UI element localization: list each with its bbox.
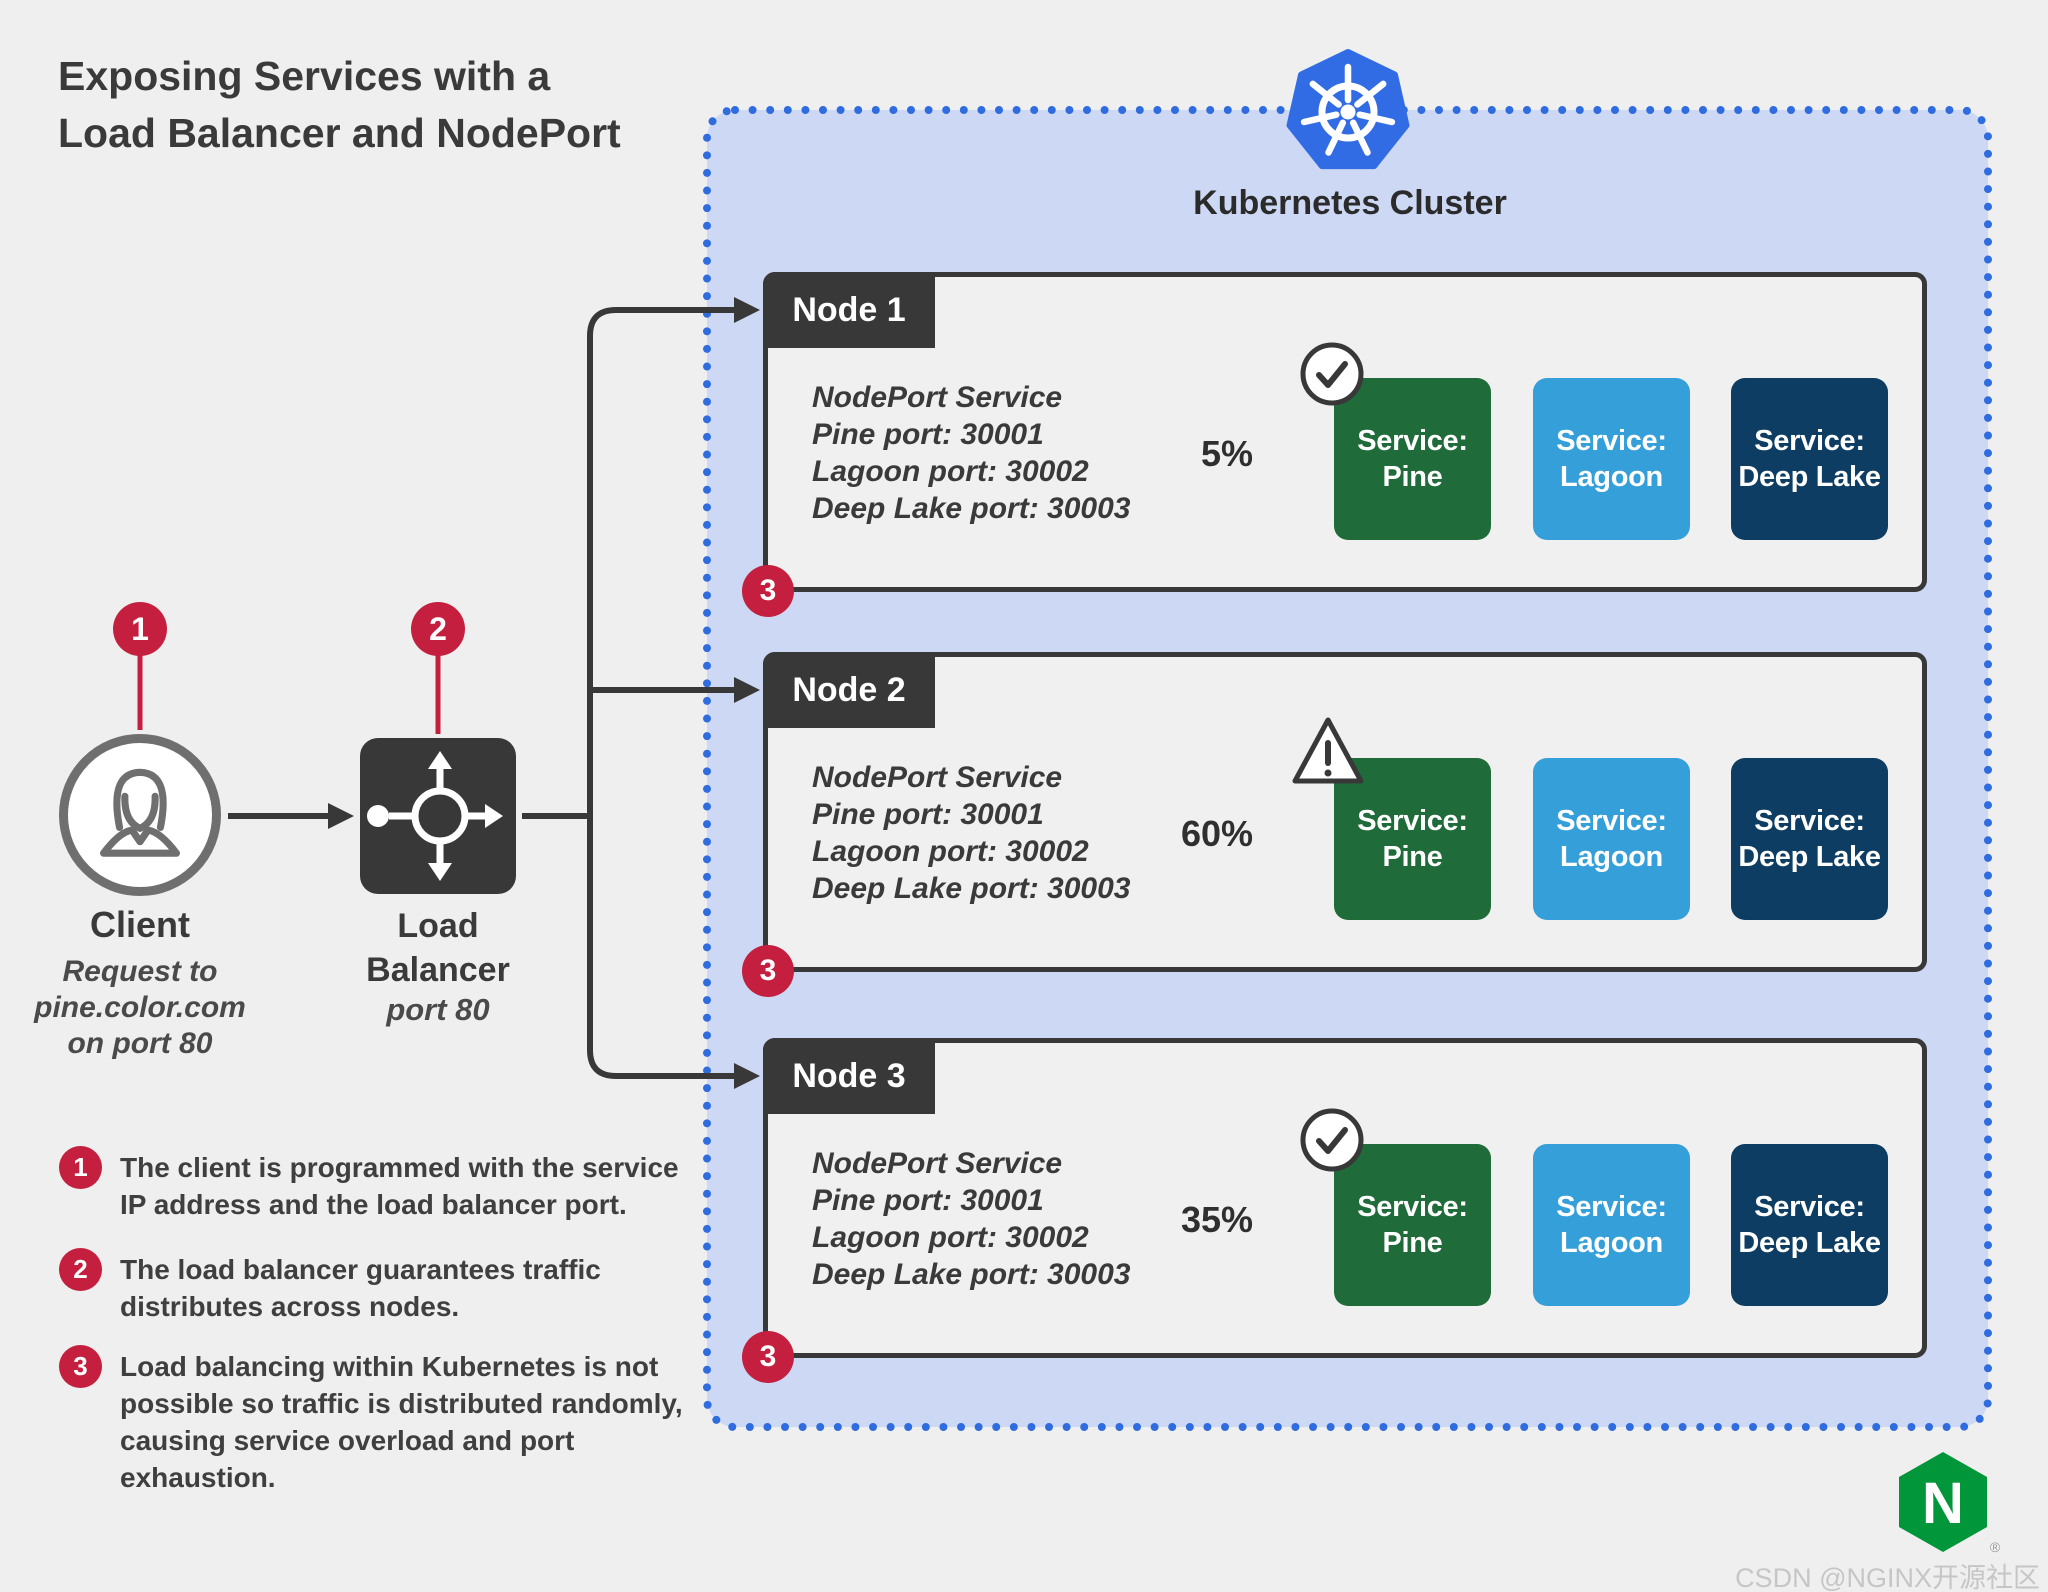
node-2-traffic-percent: 60%: [1180, 813, 1253, 854]
kubernetes-logo-icon: [1286, 49, 1410, 170]
load-balancer-port: port 80: [386, 992, 490, 1027]
legend-badge-3: 3: [59, 1345, 102, 1388]
node-2-tab: Node 2: [763, 652, 935, 728]
deep-lake-port-line: Deep Lake port: 30003: [812, 872, 1131, 905]
service-prefix: Service:: [1754, 1191, 1865, 1223]
node-3-details: NodePort Service Pine port: 30001 Lagoon…: [812, 1145, 1130, 1293]
service-deep-lake-box: Service: Deep Lake: [1731, 378, 1888, 540]
deep-lake-port-line: Deep Lake port: 30003: [812, 1258, 1131, 1291]
deep-lake-port-line: Deep Lake port: 30003: [812, 492, 1131, 525]
legend-text-2: The load balancer guarantees traffic dis…: [120, 1254, 601, 1322]
service-name: Deep Lake: [1738, 841, 1881, 873]
step-3-badge: 3: [742, 565, 794, 617]
svg-text:N: N: [1922, 1471, 1964, 1536]
pine-port-line: Pine port: 30001: [812, 798, 1044, 831]
nodeport-service-line: NodePort Service: [812, 381, 1063, 414]
load-balancer-label-line2: Balancer: [366, 951, 510, 989]
node-1-tab: Node 1: [763, 272, 935, 348]
service-name: Lagoon: [1560, 1227, 1663, 1259]
service-lagoon-box: Service: Lagoon: [1533, 1144, 1690, 1306]
cluster-label: Kubernetes Cluster: [1193, 184, 1507, 222]
client-request-text: Request to pine.color.com on port 80: [0, 954, 280, 1062]
lagoon-port-line: Lagoon port: 30002: [812, 455, 1089, 488]
legend-badge-2: 2: [59, 1248, 102, 1291]
pine-port-line: Pine port: 30001: [812, 1184, 1044, 1217]
service-prefix: Service:: [1754, 425, 1865, 457]
legend-text-1: The client is programmed with the servic…: [120, 1152, 679, 1220]
person-icon: [100, 768, 180, 857]
check-icon: [1299, 341, 1365, 407]
step-3-badge: 3: [742, 1331, 794, 1383]
node-1-box: Node 1 NodePort Service Pine port: 30001…: [742, 272, 1927, 617]
nginx-logo-icon: N ®: [1899, 1452, 2001, 1555]
client-labels: Client Request to pine.color.com on port…: [0, 904, 280, 1062]
service-prefix: Service:: [1754, 805, 1865, 837]
load-balancer-box: [360, 738, 516, 894]
service-deep-lake-box: Service: Deep Lake: [1731, 1144, 1888, 1306]
lagoon-port-line: Lagoon port: 30002: [812, 1221, 1089, 1254]
service-name: Pine: [1382, 841, 1443, 873]
service-lagoon-box: Service: Lagoon: [1533, 378, 1690, 540]
service-prefix: Service:: [1556, 805, 1667, 837]
service-prefix: Service:: [1556, 425, 1667, 457]
page-title-line1: Exposing Services with a: [58, 53, 551, 99]
service-pine-box: Service: Pine: [1334, 378, 1491, 540]
service-prefix: Service:: [1357, 425, 1468, 457]
service-pine-box: Service: Pine: [1334, 1144, 1491, 1306]
node-2-details: NodePort Service Pine port: 30001 Lagoon…: [812, 759, 1130, 907]
nodeport-service-line: NodePort Service: [812, 761, 1063, 794]
client-avatar: [59, 734, 221, 896]
check-icon: [1299, 1107, 1365, 1173]
service-prefix: Service:: [1556, 1191, 1667, 1223]
client-request-line3: on port 80: [67, 1027, 213, 1060]
client-to-lb-arrowhead: [328, 803, 354, 829]
svg-text:®: ®: [1990, 1539, 2001, 1555]
node-3-box: Node 3 NodePort Service Pine port: 30001…: [742, 1038, 1927, 1383]
service-name: Deep Lake: [1738, 1227, 1881, 1259]
node-2-box: Node 2 NodePort Service Pine port: 30001…: [742, 652, 1927, 997]
service-name: Lagoon: [1560, 841, 1663, 873]
service-lagoon-box: Service: Lagoon: [1533, 758, 1690, 920]
node-1-traffic-percent: 5%: [1200, 433, 1253, 474]
node-3-traffic-percent: 35%: [1180, 1199, 1253, 1240]
legend-badge-1: 1: [59, 1146, 102, 1189]
lagoon-port-line: Lagoon port: 30002: [812, 835, 1089, 868]
service-name: Pine: [1382, 1227, 1443, 1259]
node-1-label: Node 1: [792, 290, 906, 329]
legend-text-3: Load balancing within Kubernetes is not …: [120, 1351, 683, 1493]
service-name: Deep Lake: [1738, 461, 1881, 493]
node-3-label: Node 3: [792, 1056, 906, 1095]
service-prefix: Service:: [1357, 1191, 1468, 1223]
service-pine-box: Service: Pine: [1334, 758, 1491, 920]
load-balancer-labels: Load Balancer port 80: [348, 904, 528, 1028]
load-balancer-icon: [367, 751, 503, 881]
watermark-text: CSDN @NGINX开源社区: [1735, 1563, 2040, 1592]
pine-port-line: Pine port: 30001: [812, 418, 1044, 451]
service-prefix: Service:: [1357, 805, 1468, 837]
nodeport-service-line: NodePort Service: [812, 1147, 1063, 1180]
client-request-line1: Request to: [62, 955, 218, 988]
client-request-line2: pine.color.com: [34, 991, 246, 1024]
load-balancer-label: Load Balancer: [348, 904, 528, 992]
node-3-tab: Node 3: [763, 1038, 935, 1114]
service-deep-lake-box: Service: Deep Lake: [1731, 758, 1888, 920]
service-name: Lagoon: [1560, 461, 1663, 493]
step-2-badge: 2: [411, 602, 465, 656]
load-balancer-label-line1: Load: [397, 907, 479, 945]
page-title-line2: Load Balancer and NodePort: [58, 110, 621, 156]
node-2-label: Node 2: [792, 670, 906, 709]
page-title: Exposing Services with a Load Balancer a…: [58, 48, 621, 162]
warning-icon: [1290, 715, 1366, 787]
step-3-badge: 3: [742, 945, 794, 997]
step-1-badge: 1: [113, 602, 167, 656]
node-1-details: NodePort Service Pine port: 30001 Lagoon…: [812, 379, 1130, 527]
legend-item-2: 2 The load balancer guarantees traffic d…: [59, 1248, 700, 1325]
client-label: Client: [89, 904, 190, 945]
legend-item-3: 3 Load balancing within Kubernetes is no…: [59, 1345, 700, 1496]
legend-item-1: 1 The client is programmed with the serv…: [59, 1146, 700, 1223]
service-name: Pine: [1382, 461, 1443, 493]
